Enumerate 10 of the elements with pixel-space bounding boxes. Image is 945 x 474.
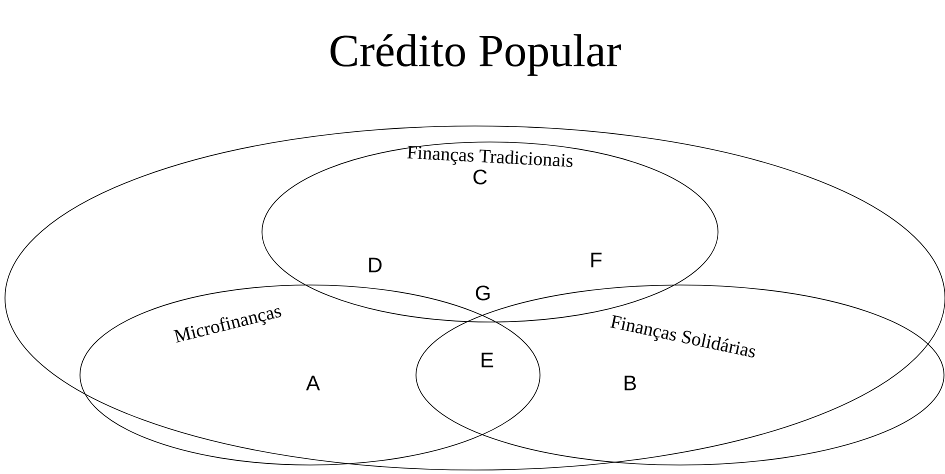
set-name: Finanças Tradicionais (407, 146, 572, 167)
set-name: Finanças Solidárias (610, 315, 756, 358)
region-letter: E (482, 352, 494, 368)
region-letter: F (591, 252, 602, 268)
region-letter: C (474, 170, 487, 184)
region-letter: A (306, 376, 320, 390)
region-letter: G (476, 286, 490, 300)
region-letter: D (369, 258, 382, 272)
region-letter: B (624, 376, 636, 390)
set-name: Crédito Popular (330, 34, 621, 76)
